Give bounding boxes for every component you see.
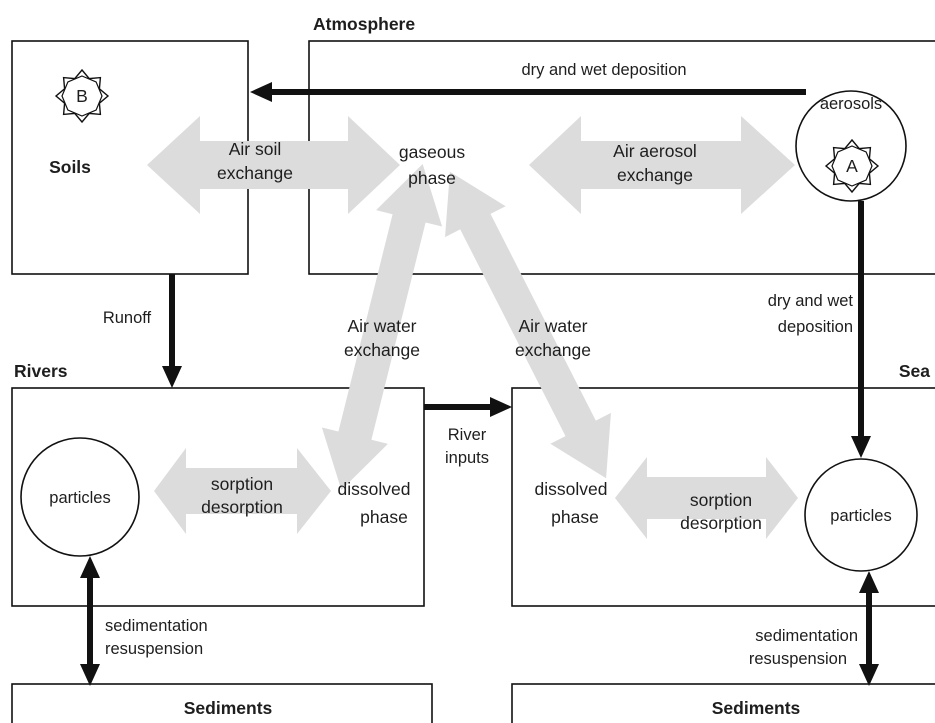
air-water-exchange-left-line2: exchange: [344, 340, 420, 360]
air-water-exchange-right-line2: exchange: [515, 340, 591, 360]
marker-b-icon: B: [54, 68, 110, 124]
marker-a-label: A: [846, 156, 858, 176]
air-soil-exchange-line1: Air soil: [229, 139, 282, 159]
sediments-title-right: Sediments: [712, 698, 801, 718]
air-aerosol-exchange-arrow: [529, 116, 795, 214]
particles-right-label: particles: [830, 507, 891, 525]
sorption-right-line1: sorption: [690, 490, 752, 510]
dissolved-right-line1: dissolved: [535, 479, 608, 499]
sedimentation-left-line1: sedimentation: [105, 617, 208, 635]
air-soil-exchange-arrow: [147, 116, 400, 214]
sea-title: Sea: [899, 361, 930, 381]
deposition-to-sea-line2: deposition: [778, 318, 853, 336]
sedimentation-left-line2: resuspension: [105, 640, 203, 658]
sedimentation-right-arrowhead-down: [859, 664, 879, 686]
sedimentation-right-line2: resuspension: [749, 650, 847, 668]
particles-circle-right: [804, 458, 918, 572]
marker-b-label: B: [76, 86, 88, 106]
air-water-exchange-left-line1: Air water: [347, 316, 416, 336]
sediments-title-left: Sediments: [184, 698, 273, 718]
river-inputs-line1: River: [448, 426, 487, 444]
sedimentation-left-arrowhead-down: [80, 664, 100, 686]
sedimentation-right-line1: sedimentation: [755, 627, 858, 645]
particles-left-label: particles: [49, 489, 110, 507]
air-water-exchange-arrow-left: [321, 163, 443, 491]
sorption-right-line2: desorption: [680, 513, 762, 533]
dissolved-left-line1: dissolved: [338, 479, 411, 499]
river-inputs-line2: inputs: [445, 449, 489, 467]
runoff-arrowhead: [162, 366, 182, 388]
gaseous-phase-line2: phase: [408, 168, 456, 188]
runoff-label: Runoff: [103, 309, 152, 327]
sorption-arrow-right: [615, 457, 798, 539]
dissolved-left-line2: phase: [360, 507, 408, 527]
sorption-arrow-left: [154, 448, 331, 534]
soils-title: Soils: [49, 157, 91, 177]
air-aerosol-exchange-line1: Air aerosol: [613, 141, 697, 161]
sedimentation-left-arrowhead-up: [80, 556, 100, 578]
sediments-box-left: [11, 683, 433, 723]
sorption-left-line2: desorption: [201, 497, 283, 517]
marker-a-icon: A: [824, 138, 880, 194]
air-soil-exchange-line2: exchange: [217, 163, 293, 183]
rivers-title: Rivers: [14, 361, 68, 381]
deposition-to-soils-arrowhead: [250, 82, 272, 102]
river-inputs-arrowhead: [490, 397, 512, 417]
gaseous-phase-line1: gaseous: [399, 142, 465, 162]
deposition-to-sea-line1: dry and wet: [768, 292, 854, 310]
air-water-exchange-arrow-right: [445, 171, 611, 479]
dissolved-right-line2: phase: [551, 507, 599, 527]
air-aerosol-exchange-line2: exchange: [617, 165, 693, 185]
atmosphere-title: Atmosphere: [313, 14, 415, 34]
aerosols-label: aerosols: [820, 95, 882, 113]
particles-circle-left: [20, 437, 140, 557]
deposition-to-soils-label: dry and wet deposition: [521, 61, 686, 79]
air-water-exchange-right-line1: Air water: [518, 316, 587, 336]
sedimentation-right-arrowhead-up: [859, 571, 879, 593]
sediments-box-right: [511, 683, 935, 723]
sorption-left-line1: sorption: [211, 474, 273, 494]
deposition-to-sea-arrowhead: [851, 436, 871, 458]
